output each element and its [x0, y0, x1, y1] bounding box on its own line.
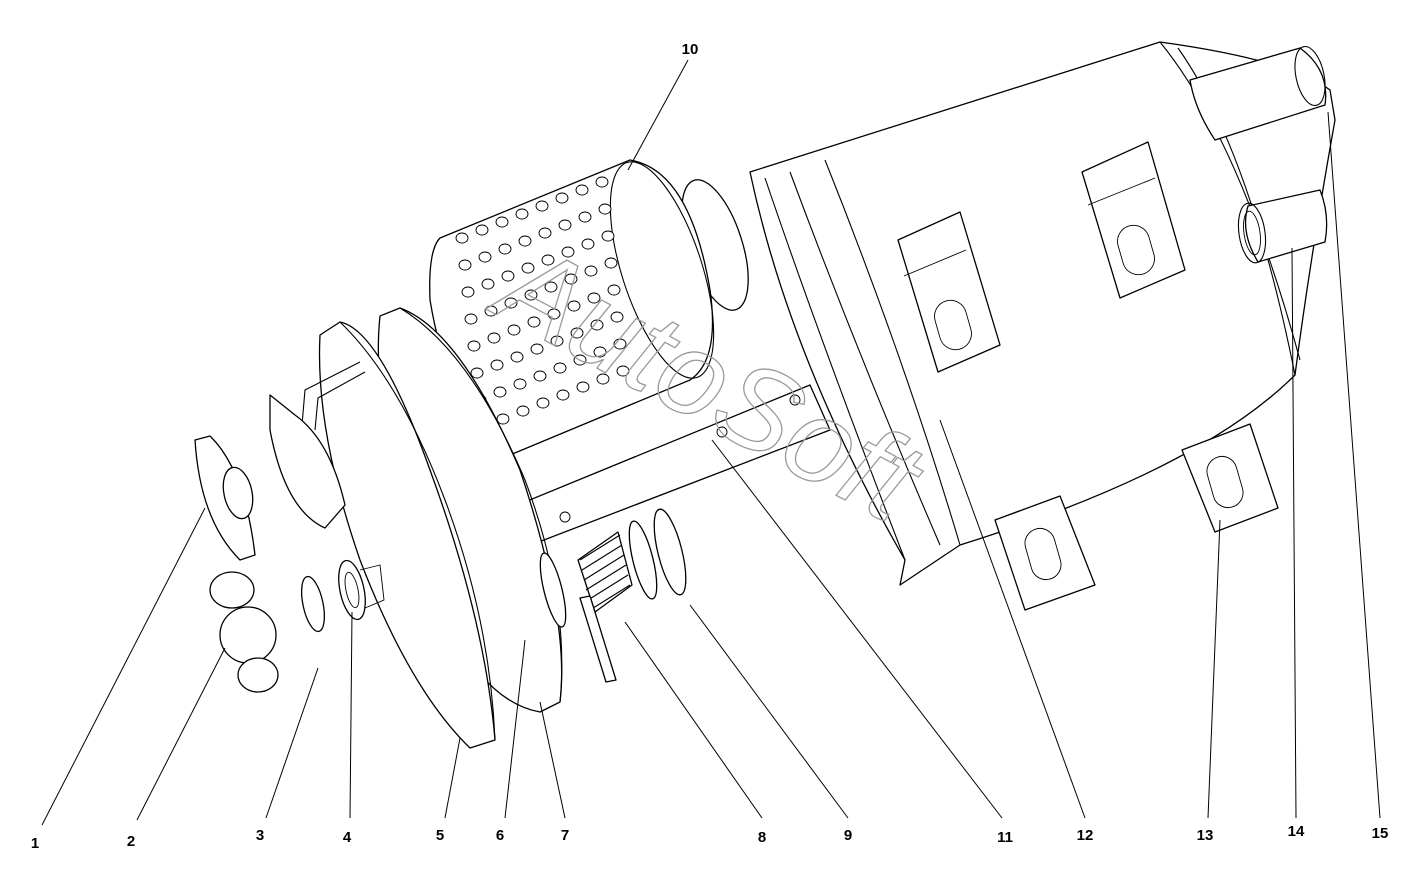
perforation-hole — [513, 378, 527, 390]
part-1-cap — [194, 435, 256, 561]
perforation-hole — [527, 316, 541, 328]
perforation-hole — [464, 313, 478, 325]
perforation-hole — [535, 200, 549, 212]
perforation-hole — [595, 176, 609, 188]
leader-lines — [41, 59, 1381, 826]
perforation-hole — [544, 281, 558, 293]
perforation-hole — [587, 292, 601, 304]
label-2: 2 — [127, 833, 135, 850]
perforation-hole — [458, 259, 472, 271]
perforation-hole — [521, 262, 535, 274]
perforation-hole — [596, 373, 610, 385]
perforation-hole — [490, 359, 504, 371]
perforation-hole — [555, 192, 569, 204]
label-10: 10 — [682, 41, 699, 58]
perforation-hole — [604, 257, 618, 269]
perforation-hole — [478, 251, 492, 263]
label-6: 6 — [496, 827, 504, 844]
perforation-hole — [584, 265, 598, 277]
perforation-hole — [484, 305, 498, 317]
label-4: 4 — [343, 829, 352, 846]
perforation-hole — [561, 246, 575, 258]
label-7: 7 — [561, 827, 569, 844]
part-8-spring — [539, 531, 633, 683]
label-3: 3 — [256, 827, 264, 844]
label-8: 8 — [758, 829, 766, 846]
perforation-hole — [601, 230, 615, 242]
perforation-hole — [613, 338, 627, 350]
part-3-washer — [300, 575, 326, 633]
label-9: 9 — [844, 827, 852, 844]
part-9-seal-rings — [628, 508, 687, 600]
perforation-hole — [570, 327, 584, 339]
label-15: 15 — [1372, 825, 1389, 842]
perforation-hole — [495, 216, 509, 228]
perforation-hole — [598, 203, 612, 215]
perforation-hole — [607, 284, 621, 296]
perforation-hole — [516, 405, 530, 417]
perforation-hole — [593, 346, 607, 358]
part-5-tube — [269, 361, 366, 529]
part-13-brackets — [897, 141, 1279, 611]
perforation-hole — [567, 300, 581, 312]
perforation-hole — [518, 235, 532, 247]
perforation-hole — [487, 332, 501, 344]
perforation-hole — [510, 351, 524, 363]
perforation-hole — [496, 413, 510, 425]
perforation-hole — [470, 367, 484, 379]
perforation-hole — [461, 286, 475, 298]
perforation-hole — [467, 340, 481, 352]
perforation-hole — [575, 184, 589, 196]
perforation-hole — [504, 297, 518, 309]
part-2-wing-nut — [209, 571, 279, 693]
perforation-hole — [581, 238, 595, 250]
label-5: 5 — [436, 827, 444, 844]
part-10-filter-element — [429, 159, 715, 456]
perforation-hole — [556, 389, 570, 401]
label-11: 11 — [997, 829, 1013, 846]
perforation-hole — [493, 386, 507, 398]
perforation-hole — [573, 354, 587, 366]
perforation-hole — [501, 270, 515, 282]
part-labels: 1 2 3 4 5 6 7 8 9 10 11 12 13 14 15 — [31, 41, 1389, 852]
perforation-hole — [498, 243, 512, 255]
perforation-hole — [541, 254, 555, 266]
perforation-hole — [536, 397, 550, 409]
perforation-hole — [553, 362, 567, 374]
perforation-hole — [481, 278, 495, 290]
label-14: 14 — [1288, 823, 1305, 840]
perforation-hole — [524, 289, 538, 301]
perforation-hole — [558, 219, 572, 231]
perforation-hole — [455, 232, 469, 244]
filter-perforations — [455, 176, 630, 433]
perforation-hole — [616, 365, 630, 377]
part-14-inlet-pipe — [1237, 189, 1328, 264]
part-15-outlet-pipe — [1189, 45, 1327, 141]
perforation-hole — [475, 224, 489, 236]
perforation-hole — [590, 319, 604, 331]
perforation-hole — [507, 324, 521, 336]
label-12: 12 — [1077, 827, 1094, 844]
perforation-hole — [547, 308, 561, 320]
perforation-hole — [538, 227, 552, 239]
perforation-hole — [576, 381, 590, 393]
part-4-nut — [338, 559, 385, 621]
perforation-hole — [515, 208, 529, 220]
perforation-hole — [610, 311, 624, 323]
perforation-hole — [564, 273, 578, 285]
label-13: 13 — [1197, 827, 1214, 844]
perforation-hole — [530, 343, 544, 355]
label-1: 1 — [31, 835, 39, 852]
perforation-hole — [550, 335, 564, 347]
perforation-hole — [533, 370, 547, 382]
perforation-hole — [578, 211, 592, 223]
